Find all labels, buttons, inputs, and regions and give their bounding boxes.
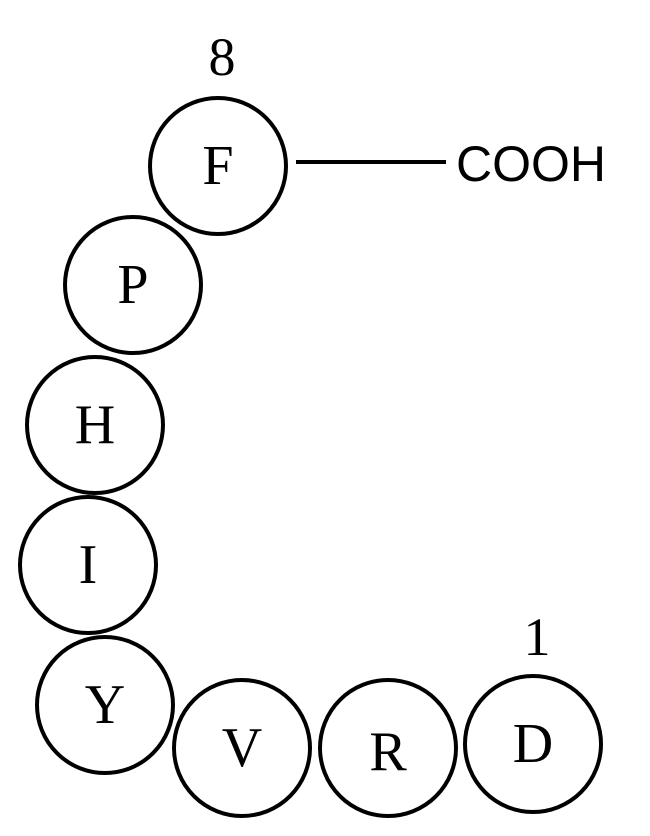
residue-letter: H (75, 394, 115, 456)
residue-letter: P (117, 254, 148, 316)
residue-7: P (63, 215, 203, 355)
residue-4: Y (35, 635, 175, 775)
residue-circle (35, 635, 175, 775)
residue-letter: V (222, 717, 262, 779)
residue-2: R (318, 678, 458, 818)
residue-1: D (463, 674, 603, 814)
position-label-1: 1 (524, 607, 551, 667)
residue-letter: R (369, 721, 407, 783)
residue-circle (148, 96, 288, 236)
residue-circle (63, 215, 203, 355)
residue-circle (463, 674, 603, 814)
residue-circle (18, 495, 158, 635)
c-terminus-label: COOH (456, 136, 606, 192)
residue-3: V (172, 678, 312, 818)
residue-6: H (25, 355, 165, 495)
residue-5: I (18, 495, 158, 635)
residue-letter: D (513, 713, 553, 775)
residue-letter: F (202, 135, 233, 197)
residue-letter: Y (85, 674, 125, 736)
residue-circle (25, 355, 165, 495)
position-label-8: 8 (209, 27, 236, 87)
residue-circle (318, 678, 458, 818)
residue-circle (172, 678, 312, 818)
residue-8: F (148, 96, 288, 236)
residue-letter: I (79, 534, 98, 596)
